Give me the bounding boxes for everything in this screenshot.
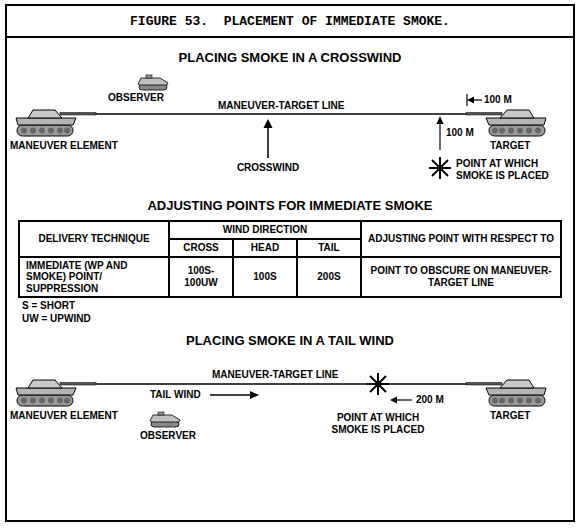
table-cell: 100S-100UW <box>169 257 233 298</box>
observer-vehicle <box>150 412 180 427</box>
unit-label: MANEUVER ELEMENT <box>10 410 118 422</box>
table-body: DELIVERY TECHNIQUE WIND DIRECTION ADJUSTIN… <box>19 221 561 297</box>
cell-text: DELIVERY TECHNIQUE <box>38 233 149 244</box>
key-note: UW = UPWIND <box>22 313 91 325</box>
point-label: POINT AT WHICH SMOKE IS PLACED <box>328 412 428 435</box>
dimension-line <box>439 122 440 150</box>
arrow-head <box>390 397 397 404</box>
cell-text: TAIL <box>318 242 339 253</box>
maneuver-target-line <box>96 383 468 385</box>
dimension-line <box>395 399 412 400</box>
table-cell: DELIVERY TECHNIQUE <box>19 221 169 257</box>
smoke-point <box>429 157 451 179</box>
table-row: IMMEDIATE (WP AND SMOKE) POINT/ SUPPRESS… <box>19 257 561 298</box>
cell-text: CROSS <box>183 242 219 253</box>
wind-arrow <box>210 394 251 396</box>
cell-text: 100S <box>253 271 276 282</box>
unit-label: TARGET <box>490 140 530 152</box>
point-label: POINT AT WHICH SMOKE IS PLACED <box>456 158 556 181</box>
cell-text: ADJUSTING POINT WITH RESPECT TO <box>368 233 554 244</box>
line-label: MANEUVER-TARGET LINE <box>212 369 338 381</box>
line-label: MANEUVER-TARGET LINE <box>218 100 344 112</box>
smoke-point <box>367 373 389 395</box>
table-cell: 200S <box>297 257 361 298</box>
dimension-label: 100 M <box>484 94 512 106</box>
cell-text: POINT TO OBSCURE ON MANEUVER-TARGET LINE <box>371 265 552 288</box>
target-tank <box>466 110 546 136</box>
cell-text: HEAD <box>251 242 279 253</box>
unit-label: MANEUVER ELEMENT <box>10 140 118 152</box>
table-cell: 100S <box>233 257 297 298</box>
table-cell: WIND DIRECTION <box>169 221 361 239</box>
table-cell: TAIL <box>297 239 361 257</box>
section-heading: PLACING SMOKE IN A TAIL WIND <box>186 334 394 349</box>
wind-label: TAIL WIND <box>150 389 201 401</box>
title-band: FIGURE 53. PLACEMENT OF IMMEDIATE SMOKE. <box>7 6 573 38</box>
maneuver-tank <box>16 380 96 406</box>
key-note: S = SHORT <box>22 300 75 312</box>
cell-text: 200S <box>317 271 340 282</box>
figure-title: FIGURE 53. PLACEMENT OF IMMEDIATE SMOKE. <box>130 14 450 29</box>
maneuver-target-line <box>96 113 468 115</box>
table-cell: HEAD <box>233 239 297 257</box>
dimension-label: 200 M <box>416 394 444 406</box>
dimension-label: 100 M <box>446 127 474 139</box>
table-cell: ADJUSTING POINT WITH RESPECT TO <box>361 221 561 257</box>
table-cell: POINT TO OBSCURE ON MANEUVER-TARGET LINE <box>361 257 561 298</box>
cell-text: WIND DIRECTION <box>223 224 307 235</box>
unit-label: TARGET <box>490 410 530 422</box>
wind-label: CROSSWIND <box>237 162 299 174</box>
adjusting-points-table: DELIVERY TECHNIQUE WIND DIRECTION ADJUSTIN… <box>18 220 562 298</box>
cell-text: 100S-100UW <box>184 265 217 288</box>
section-heading: ADJUSTING POINTS FOR IMMEDIATE SMOKE <box>147 199 432 214</box>
cell-text: IMMEDIATE (WP AND SMOKE) POINT/ SUPPRESS… <box>26 260 127 294</box>
arrow-head <box>437 116 444 124</box>
target-tank <box>466 380 546 406</box>
observer-label: OBSERVER <box>108 92 164 104</box>
observer-label: OBSERVER <box>140 430 196 442</box>
section-heading: PLACING SMOKE IN A CROSSWIND <box>179 51 402 66</box>
table-row: DELIVERY TECHNIQUEWIND DIRECTIONADJUSTIN… <box>19 221 561 239</box>
wind-arrow <box>267 126 269 158</box>
observer-vehicle <box>138 75 168 90</box>
arrow-head <box>467 97 474 104</box>
maneuver-tank <box>16 110 96 136</box>
table-cell: IMMEDIATE (WP AND SMOKE) POINT/ SUPPRESS… <box>19 257 169 298</box>
arrow-head <box>250 391 259 399</box>
arrow-head <box>264 119 273 128</box>
table-cell: CROSS <box>169 239 233 257</box>
